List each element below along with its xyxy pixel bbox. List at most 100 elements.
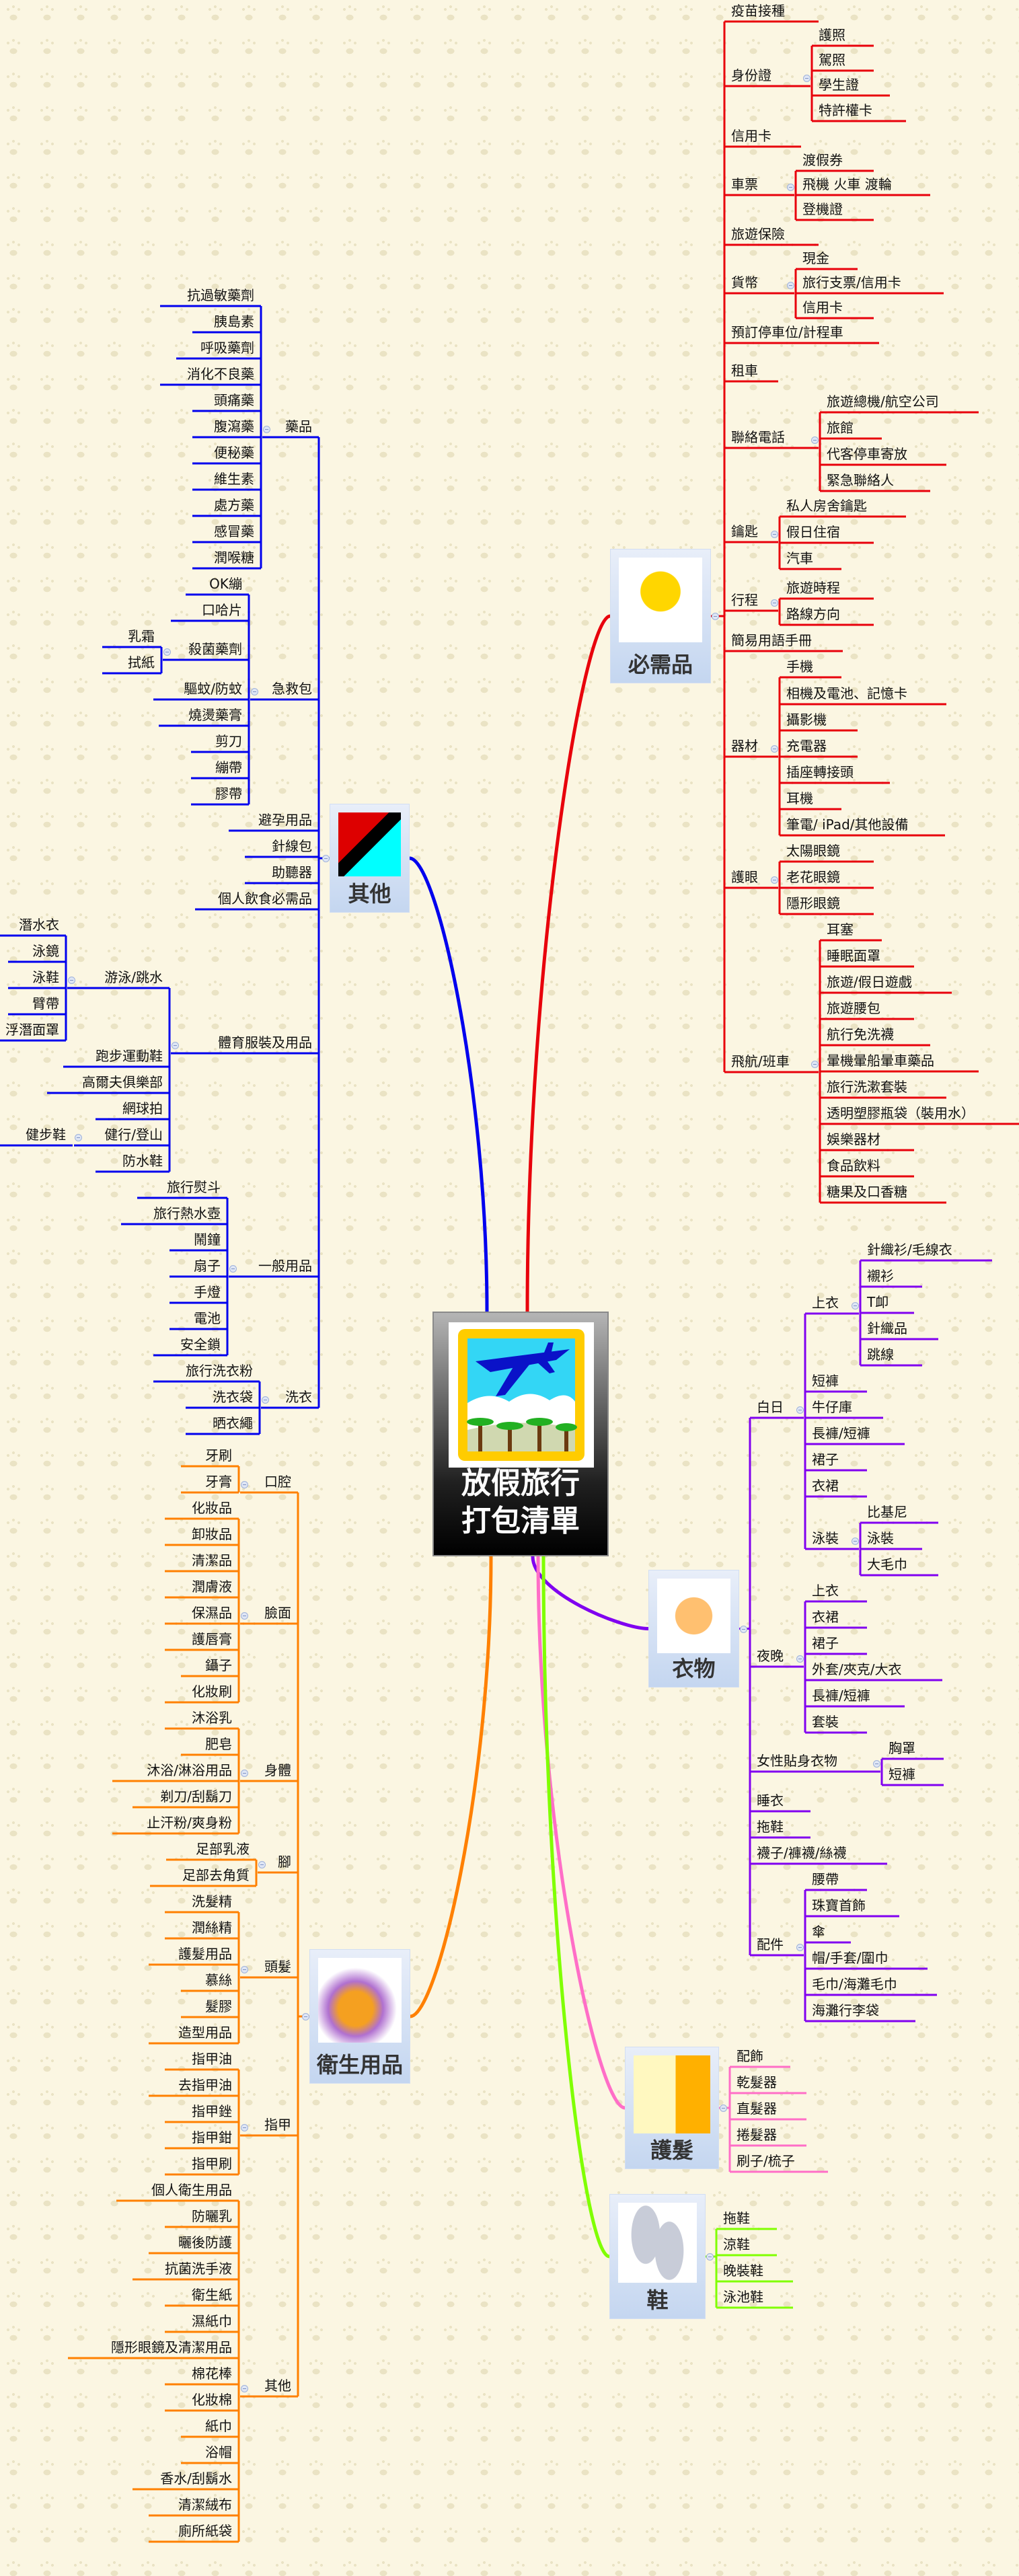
leaf-item[interactable]: 潤膚液 — [192, 1579, 232, 1595]
leaf-item[interactable]: 跑步運動鞋 — [96, 1048, 163, 1064]
leaf-item[interactable]: 牙刷 — [205, 1447, 232, 1464]
topic-node[interactable]: 行程 — [731, 592, 758, 608]
topic-node[interactable]: 健行/登山 — [104, 1127, 163, 1143]
leaf-item[interactable]: 浮潛面罩 — [5, 1022, 59, 1038]
leaf-item[interactable]: 濕紙巾 — [192, 2313, 232, 2329]
collapse-toggle-icon[interactable] — [740, 1625, 747, 1633]
category-node-essentials[interactable]: 必需品 — [610, 549, 711, 683]
leaf-item[interactable]: 飛機 火車 渡輪 — [802, 176, 892, 192]
leaf-item[interactable]: 腹瀉藥 — [214, 418, 254, 434]
leaf-item[interactable]: 牛仔庫 — [812, 1399, 852, 1415]
topic-node[interactable]: 上衣 — [812, 1295, 839, 1311]
leaf-item[interactable]: 泳裝 — [867, 1530, 894, 1546]
collapse-toggle-icon[interactable] — [811, 1061, 819, 1068]
leaf-item[interactable]: 沐浴/淋浴用品 — [147, 1762, 232, 1778]
collapse-toggle-icon[interactable] — [241, 1481, 248, 1488]
leaf-item[interactable]: 拭紙 — [128, 654, 155, 671]
collapse-toggle-icon[interactable] — [251, 688, 258, 695]
leaf-item[interactable]: 口哈片 — [202, 602, 242, 618]
leaf-item[interactable]: 針線包 — [272, 838, 312, 854]
collapse-toggle-icon[interactable] — [787, 184, 794, 191]
leaf-item[interactable]: 處方藥 — [214, 497, 254, 513]
topic-node[interactable]: 一般用品 — [258, 1258, 312, 1274]
topic-node[interactable]: 腳 — [278, 1854, 291, 1870]
leaf-item[interactable]: 胰島素 — [214, 313, 254, 330]
leaf-item[interactable]: 化妝品 — [192, 1500, 232, 1516]
topic-node[interactable]: 飛航/班車 — [731, 1053, 790, 1069]
leaf-item[interactable]: 比基尼 — [867, 1504, 907, 1520]
leaf-item[interactable]: 個人飲食必需品 — [218, 891, 312, 907]
leaf-item[interactable]: 海灘行李袋 — [812, 2002, 879, 2018]
leaf-item[interactable]: 旅遊總機/航空公司 — [827, 393, 939, 410]
leaf-item[interactable]: 泳鞋 — [32, 969, 59, 985]
leaf-item[interactable]: 泳池鞋 — [723, 2289, 763, 2305]
collapse-toggle-icon[interactable] — [803, 75, 810, 82]
collapse-toggle-icon[interactable] — [771, 599, 778, 607]
leaf-item[interactable]: OK繃 — [209, 576, 242, 592]
leaf-item[interactable]: 足部去角質 — [182, 1867, 250, 1883]
leaf-item[interactable]: 保濕品 — [192, 1605, 232, 1621]
leaf-item[interactable]: 汽車 — [786, 550, 813, 566]
leaf-item[interactable]: 簡易用語手冊 — [731, 632, 812, 648]
leaf-item[interactable]: 髮膠 — [205, 1998, 232, 2014]
leaf-item[interactable]: 剃刀/刮鬍刀 — [160, 1788, 232, 1805]
leaf-item[interactable]: 肥皂 — [205, 1736, 232, 1752]
leaf-item[interactable]: 筆電/ iPad/其他設備 — [786, 817, 909, 833]
leaf-item[interactable]: 長褲/短褲 — [812, 1688, 870, 1704]
leaf-item[interactable]: 廁所紙袋 — [178, 2523, 232, 2539]
collapse-toggle-icon[interactable] — [258, 1861, 266, 1868]
leaf-item[interactable]: 慕絲 — [205, 1972, 232, 1988]
leaf-item[interactable]: 助聽器 — [272, 864, 312, 880]
leaf-item[interactable]: 潛水衣 — [19, 917, 59, 933]
collapse-toggle-icon[interactable] — [796, 1655, 804, 1663]
leaf-item[interactable]: 卸妝品 — [192, 1526, 232, 1542]
collapse-toggle-icon[interactable] — [873, 1760, 880, 1768]
topic-node[interactable]: 護眼 — [731, 869, 758, 885]
category-node-toiletries[interactable]: 衛生用品 — [309, 1949, 410, 2084]
leaf-item[interactable]: 攝影機 — [786, 712, 827, 728]
leaf-item[interactable]: 針織衫/毛線衣 — [867, 1242, 952, 1258]
leaf-item[interactable]: 拖鞋 — [723, 2210, 750, 2226]
leaf-item[interactable]: 乾髮器 — [737, 2074, 777, 2090]
leaf-item[interactable]: 清潔品 — [192, 1552, 232, 1568]
leaf-item[interactable]: 老花眼鏡 — [786, 869, 840, 885]
leaf-item[interactable]: 航行免洗襪 — [827, 1026, 894, 1043]
leaf-item[interactable]: 旅遊時程 — [786, 580, 840, 596]
leaf-item[interactable]: 臂帶 — [32, 995, 59, 1012]
leaf-item[interactable]: 現金 — [802, 250, 829, 266]
leaf-item[interactable]: 去指甲油 — [178, 2077, 232, 2093]
collapse-toggle-icon[interactable] — [811, 437, 819, 444]
leaf-item[interactable]: 剪刀 — [215, 733, 242, 749]
leaf-item[interactable]: 曬後防護 — [178, 2234, 232, 2250]
leaf-item[interactable]: 旅遊腰包 — [827, 1000, 880, 1016]
leaf-item[interactable]: 耳塞 — [827, 921, 854, 938]
leaf-item[interactable]: 健步鞋 — [26, 1127, 66, 1143]
leaf-item[interactable]: 指甲銼 — [192, 2103, 232, 2119]
leaf-item[interactable]: 腰帶 — [812, 1871, 839, 1887]
leaf-item[interactable]: 路線方向 — [786, 606, 840, 622]
leaf-item[interactable]: 造型用品 — [178, 2024, 232, 2041]
leaf-item[interactable]: 旅行熨斗 — [167, 1179, 221, 1195]
topic-node[interactable]: 女性貼身衣物 — [757, 1753, 837, 1769]
leaf-item[interactable]: 鑷子 — [205, 1657, 232, 1673]
leaf-item[interactable]: 直髮器 — [737, 2100, 777, 2117]
leaf-item[interactable]: 網球拍 — [122, 1100, 163, 1116]
leaf-item[interactable]: 登機證 — [802, 201, 843, 217]
leaf-item[interactable]: 護髮用品 — [178, 1946, 232, 1962]
leaf-item[interactable]: 維生素 — [214, 471, 254, 487]
leaf-item[interactable]: 晚裝鞋 — [723, 2263, 763, 2279]
leaf-item[interactable]: 相機及電池、記憶卡 — [786, 685, 907, 702]
leaf-item[interactable]: 襯衫 — [867, 1268, 894, 1284]
topic-node[interactable]: 洗衣 — [285, 1389, 312, 1405]
topic-node[interactable]: 器材 — [731, 738, 758, 754]
leaf-item[interactable]: 襪子/褲襪/絲襪 — [757, 1845, 847, 1861]
leaf-item[interactable]: 旅行洗漱套裝 — [827, 1079, 907, 1095]
leaf-item[interactable]: 足部乳液 — [196, 1841, 250, 1857]
topic-node[interactable]: 身體 — [264, 1762, 291, 1778]
leaf-item[interactable]: 珠寶首飾 — [812, 1897, 866, 1914]
topic-node[interactable]: 口腔 — [264, 1474, 291, 1490]
leaf-item[interactable]: 毛巾/海灘毛巾 — [812, 1976, 897, 1992]
leaf-item[interactable]: 止汗粉/爽身粉 — [147, 1815, 232, 1831]
leaf-item[interactable]: 耳機 — [786, 790, 813, 806]
collapse-toggle-icon[interactable] — [852, 1538, 859, 1545]
